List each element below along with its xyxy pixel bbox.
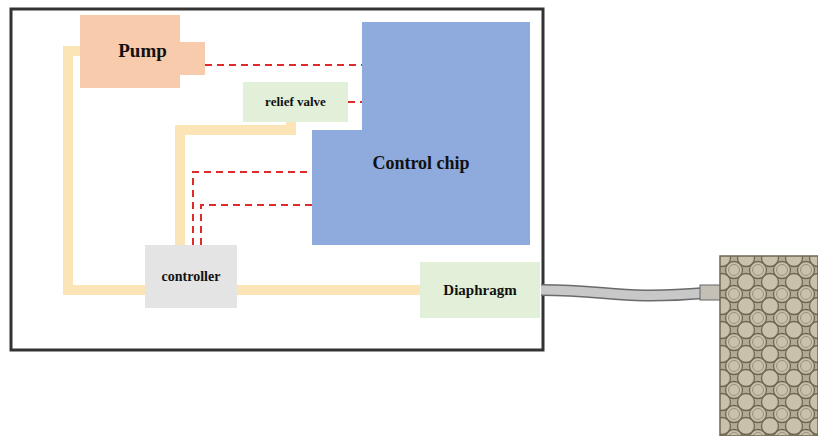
hose-outline xyxy=(541,290,705,295)
signal-wire xyxy=(193,172,312,245)
node-label: controller xyxy=(162,269,221,284)
valve-box: relief valve xyxy=(243,82,348,122)
controller-box: controller xyxy=(145,245,237,308)
pump-box-fill xyxy=(80,15,205,88)
signal-wire xyxy=(205,64,362,66)
valve-box-fill xyxy=(243,82,348,122)
pump-box: Pump xyxy=(80,15,205,88)
chip-block-outline xyxy=(312,22,530,245)
chip-block-fill xyxy=(312,22,530,245)
node-label: Diaphragm xyxy=(443,282,516,299)
diaphragm-box: Diaphragm xyxy=(420,262,540,318)
housing-outline xyxy=(11,9,543,350)
fluid-tube xyxy=(237,285,420,295)
chip-block: Control chip xyxy=(312,22,530,245)
controller-box-fill xyxy=(145,245,237,308)
node-label: Pump xyxy=(118,41,167,62)
signal-wire xyxy=(348,101,362,103)
fluid-tube xyxy=(180,122,291,245)
hose-fitting xyxy=(700,285,722,300)
diaphragm-box-fill xyxy=(420,262,540,318)
node-label: relief valve xyxy=(265,95,326,109)
textured-pad xyxy=(720,256,818,436)
signal-wire xyxy=(201,205,312,245)
node-label: Control chip xyxy=(372,154,469,174)
hose xyxy=(541,290,705,295)
